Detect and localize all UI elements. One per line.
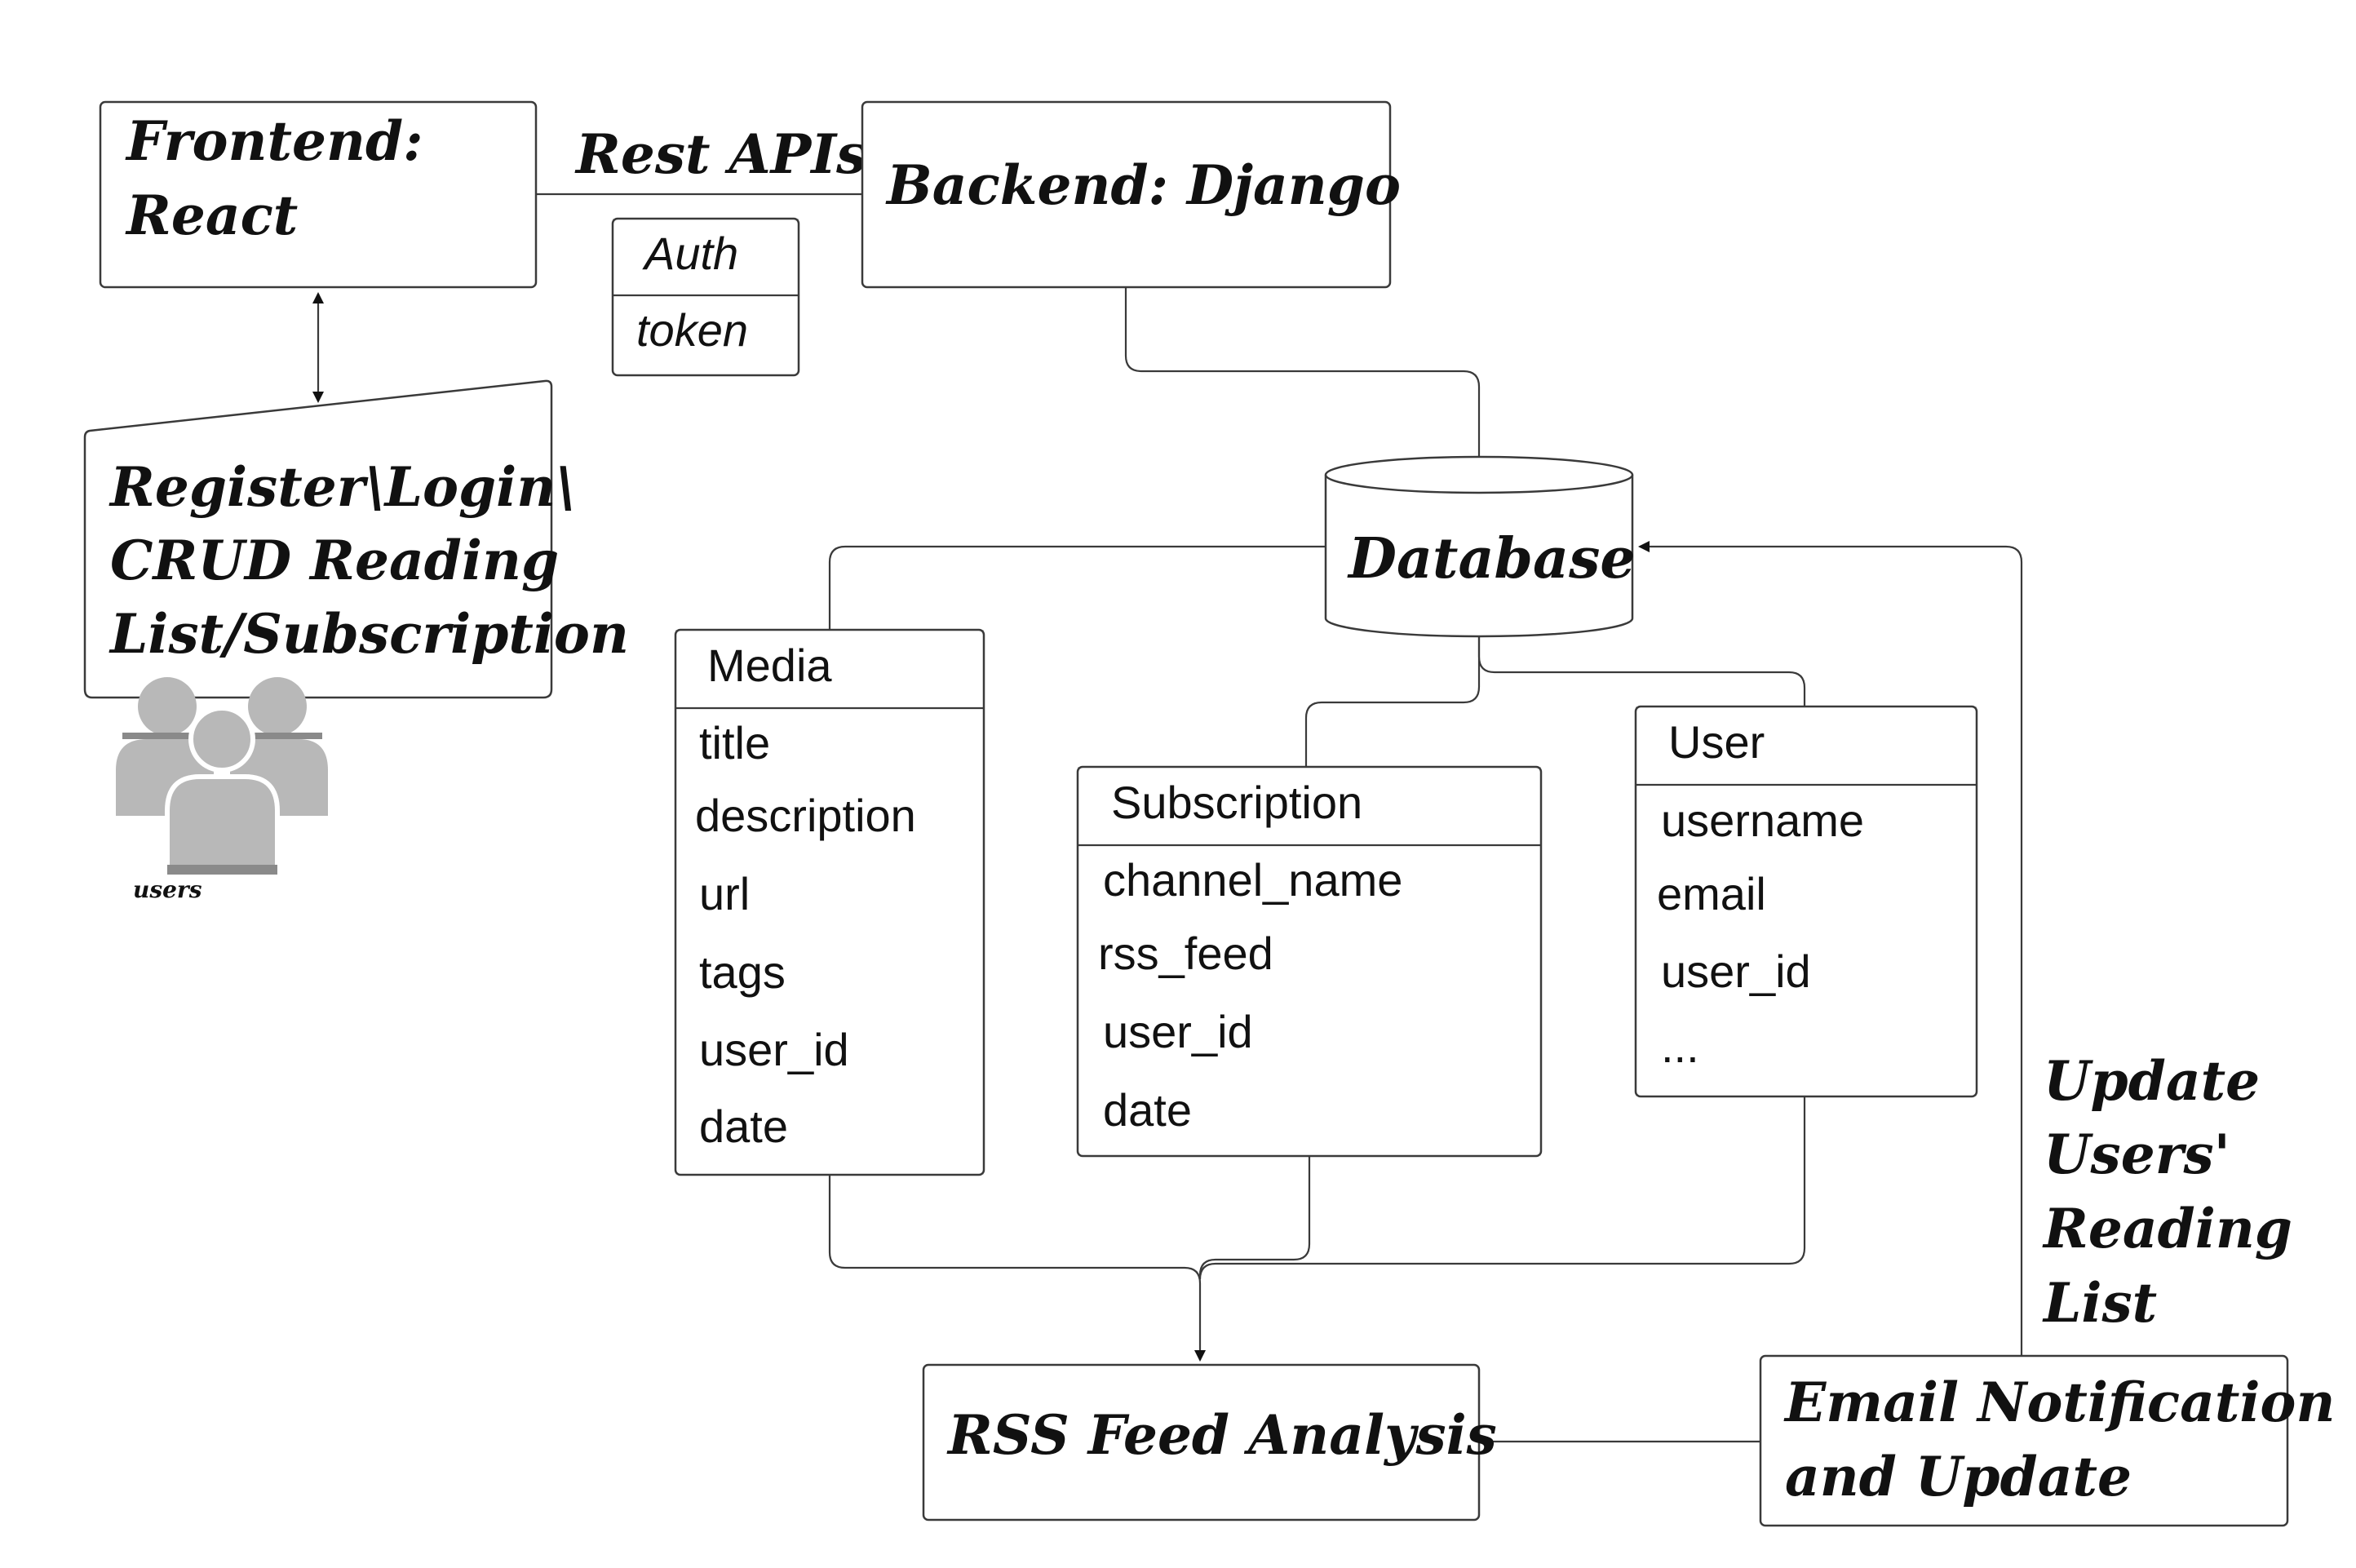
- auth-token: token: [636, 304, 748, 356]
- user-field: username: [1661, 795, 1864, 846]
- database-subscription-connector: [1304, 637, 1481, 767]
- user-field: email: [1657, 868, 1766, 919]
- user-field: user_id: [1661, 946, 1811, 997]
- media-table: Media title description url tags user_id…: [674, 628, 985, 1176]
- database-cylinder: Database: [1324, 455, 1636, 638]
- frontend-line2: React: [125, 184, 298, 247]
- register-line2: CRUD Reading: [110, 529, 559, 592]
- media-field: date: [699, 1101, 788, 1152]
- user-table: User username email user_id ...: [1634, 705, 1978, 1098]
- auth-header: Auth: [642, 228, 738, 279]
- rss-feed-analysis-label: RSS Feed Analysis: [946, 1403, 1497, 1467]
- user-rss-connector: [1198, 1096, 1806, 1280]
- update-line3: Reading: [2042, 1197, 2292, 1260]
- connectors: [312, 193, 2023, 1443]
- update-reading-list-note: Update Users' Reading List: [2042, 1049, 2292, 1335]
- media-field: user_id: [699, 1024, 849, 1075]
- email-database-connector: [1638, 541, 2023, 1356]
- register-line1: Register\Login\: [108, 455, 575, 519]
- subscription-header: Subscription: [1111, 777, 1362, 828]
- update-line2: Users': [2044, 1123, 2230, 1186]
- auth-table: Auth token: [611, 217, 800, 377]
- rest-apis-label: Rest APIs: [574, 122, 866, 186]
- media-field: tags: [699, 946, 786, 998]
- update-line1: Update: [2044, 1049, 2260, 1113]
- users-icon: [116, 677, 328, 879]
- backend-box: Backend: Django: [861, 100, 1401, 289]
- media-rss-connector: [828, 1175, 1206, 1362]
- email-line2: and Update: [1785, 1445, 2132, 1508]
- subscription-field: user_id: [1103, 1006, 1253, 1057]
- backend-database-connector: [1124, 287, 1481, 457]
- frontend-line1: Frontend:: [125, 109, 423, 173]
- frontend-box: Frontend: React: [99, 100, 538, 289]
- subscription-field: channel_name: [1103, 854, 1402, 906]
- users-label: users: [133, 876, 202, 903]
- register-box: Register\Login\ CRUD Reading List/Subscr…: [83, 379, 629, 699]
- database-user-connector: [1477, 637, 1806, 706]
- subscription-rss-connector: [1198, 1156, 1311, 1276]
- subscription-field: date: [1103, 1084, 1192, 1136]
- media-field: url: [699, 868, 750, 919]
- media-field: description: [695, 790, 916, 841]
- subscription-table: Subscription channel_name rss_feed user_…: [1076, 765, 1543, 1158]
- rss-feed-analysis-box: RSS Feed Analysis: [922, 1363, 1497, 1521]
- update-line4: List: [2042, 1271, 2157, 1335]
- subscription-field: rss_feed: [1098, 928, 1273, 979]
- database-media-connector: [828, 545, 1326, 630]
- user-header: User: [1668, 716, 1765, 768]
- email-line1: Email Notification: [1783, 1371, 2335, 1434]
- backend-label: Backend: Django: [885, 153, 1401, 217]
- user-field: ...: [1661, 1021, 1699, 1072]
- register-line3: List/Subscription: [108, 602, 629, 666]
- media-field: title: [699, 717, 770, 768]
- media-header: Media: [707, 640, 832, 691]
- database-label: Database: [1347, 526, 1636, 591]
- email-notification-box: Email Notification and Update: [1759, 1354, 2335, 1527]
